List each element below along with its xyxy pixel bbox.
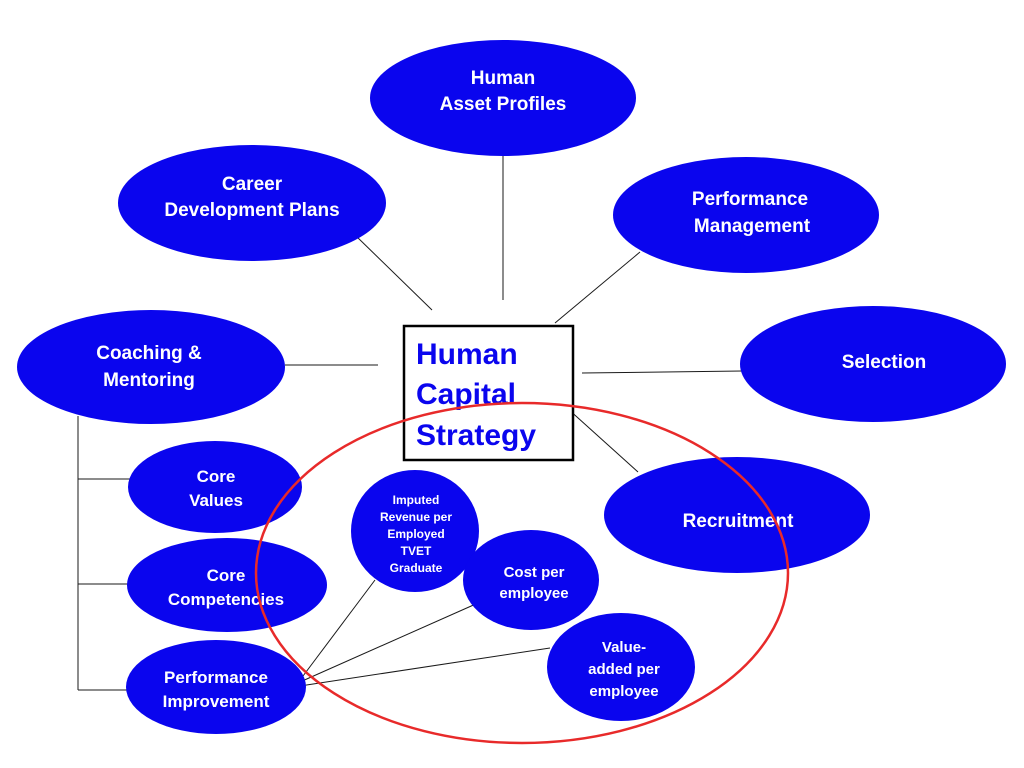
connector-career [354,234,433,311]
node-value-added: Value- added per employee [547,613,695,721]
node-line: Core [207,566,246,585]
node-line: Career [222,174,283,195]
node-line: Human [471,68,535,89]
node-human-asset-profiles: Human Asset Profiles [370,40,636,156]
node-line: added per [588,661,660,678]
node-recruitment: Recruitment [604,457,870,573]
node-imputed-revenue: Imputed Revenue per Employed TVET Gradua… [351,470,479,592]
node-line: Employed [387,527,444,541]
node-performance-management: Performance Management [613,157,879,273]
node-line: Performance [164,668,268,687]
center-line: Strategy [416,419,536,452]
node-line: Recruitment [683,511,795,532]
node-line: Management [694,216,811,237]
node-core-values: Core Values [128,441,302,533]
node-line: Coaching & [96,343,202,364]
node-line: Mentoring [103,370,195,391]
connector-imputed [299,579,376,681]
node-line: Values [189,491,243,510]
node-coaching-mentoring: Coaching & Mentoring [17,310,285,424]
node-cost-per-employee: Cost per employee [463,530,599,630]
node-line: Graduate [390,561,443,575]
node-line: Imputed [393,493,440,507]
node-line: Performance [692,189,808,210]
connector-performance-mgmt [554,251,641,324]
node-line: Cost per [504,564,565,581]
node-line: employee [499,585,568,602]
node-line: Development Plans [164,200,339,221]
connector-value-added [299,647,551,687]
node-line: Improvement [163,692,270,711]
node-performance-improvement: Performance Improvement [126,640,306,734]
connector-selection [581,370,743,374]
node-line: Competencies [168,590,284,609]
node-line: TVET [401,544,432,558]
node-selection: Selection [740,306,1006,422]
node-line: Value- [602,639,646,656]
center-node-human-capital-strategy: Human Capital Strategy [402,324,575,462]
center-line: Human [416,338,518,371]
node-career-development-plans: Career Development Plans [118,145,386,261]
node-line: Selection [842,352,926,373]
node-line: Revenue per [380,510,452,524]
center-line: Capital [416,378,516,411]
node-line: Core [197,467,236,486]
connector-cost [299,602,479,683]
node-line: employee [589,683,658,700]
node-core-competencies: Core Competencies [127,538,327,632]
highlight-ring [254,401,790,745]
node-line: Asset Profiles [440,94,567,115]
